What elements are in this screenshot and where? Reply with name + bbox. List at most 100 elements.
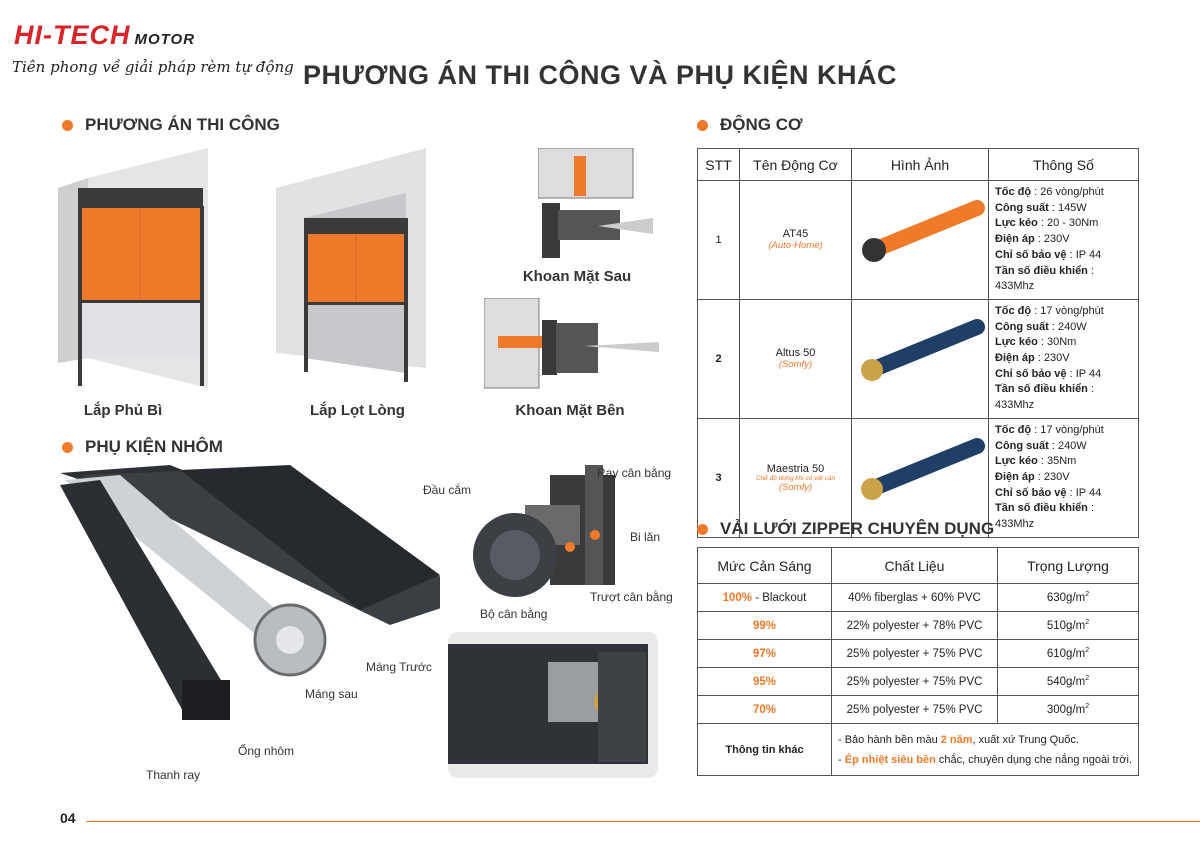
col-muc-can-sang: Mức Cản Sáng <box>697 547 832 584</box>
bullet-icon <box>62 119 73 131</box>
caption-lap-phu-bi: Lắp Phủ Bì <box>83 402 163 419</box>
fabric-material: 25% polyester + 75% PVC <box>831 639 998 668</box>
fabric-opacity: 97% <box>697 639 832 668</box>
aluminium-profile-illustration <box>60 465 440 720</box>
col-hinh-anh: Hình Ảnh <box>851 148 989 181</box>
bullet-icon <box>62 441 73 453</box>
motor-brand: (Auto-Home) <box>768 240 823 252</box>
fabric-material: 25% polyester + 75% PVC <box>831 667 998 696</box>
fabric-weight: 300g/m2 <box>997 695 1139 724</box>
spec-line: Tần số điều khiển : 433Mhz <box>995 383 1095 412</box>
info-label: Thông tin khác <box>697 723 832 776</box>
accessories-heading-text: PHỤ KIỆN NHÔM <box>85 437 223 456</box>
fabric-weight: 540g/m2 <box>997 667 1139 696</box>
spec-line: Chỉ số bảo vệ : IP 44 <box>995 248 1102 261</box>
motor-name: Maestria 50 <box>766 462 825 475</box>
spec-line: Chỉ số bảo vệ : IP 44 <box>995 486 1102 499</box>
bullet-icon <box>697 119 708 131</box>
spec-line: Chỉ số bảo vệ : IP 44 <box>995 367 1102 380</box>
motor-name: Altus 50 <box>775 347 816 360</box>
brand-tagline: Tiên phong về giải pháp rèm tự động <box>12 58 294 76</box>
motor-note: Chế độ dừng khi có vật cản <box>755 474 836 482</box>
label-bi-lan: Bi lăn <box>630 530 661 544</box>
drill-side-illustration <box>484 298 659 389</box>
motor-name: AT45 <box>782 228 809 241</box>
motor-brand: (Somfy) <box>778 481 813 493</box>
label-mang-truoc: Máng Trước <box>366 660 432 674</box>
page-title: PHƯƠNG ÁN THI CÔNG VÀ PHỤ KIỆN KHÁC <box>303 60 897 90</box>
fabric-opacity: 95% <box>697 667 832 696</box>
label-dau-cam: Đầu cắm <box>423 483 472 497</box>
spec-line: Công suất : 145W <box>995 201 1087 214</box>
caption-lap-lot-long: Lắp Lọt Lòng <box>310 402 405 419</box>
fabric-weight: 610g/m2 <box>997 639 1139 668</box>
motor-stt: 3 <box>697 417 740 538</box>
install-surface-illustration <box>58 148 208 388</box>
fabric-material: 22% polyester + 78% PVC <box>831 611 998 640</box>
brand-name: HI-TECH <box>14 20 131 50</box>
bullet-icon <box>697 523 708 535</box>
motor-tube <box>866 319 985 378</box>
info-line-1: - Bảo hành bền màu 2 năm, xuất xứ Trung … <box>838 733 1079 746</box>
motor-name-cell: AT45(Auto-Home) <box>739 180 852 300</box>
spec-line: Tốc độ : 17 vòng/phút <box>995 304 1104 317</box>
spec-line: Điện áp : 230V <box>995 470 1070 483</box>
label-bo-can-bang: Bộ cân bằng <box>480 607 548 621</box>
page-number: 04 <box>60 810 76 826</box>
install-heading: PHƯƠNG ÁN THI CÔNG <box>62 115 280 135</box>
motor-heading: ĐỘNG CƠ <box>697 115 803 135</box>
spec-line: Lực kéo : 30Nm <box>995 336 1077 349</box>
fabric-opacity: 70% <box>697 695 832 724</box>
spec-line: Công suất : 240W <box>995 439 1087 452</box>
col-ten-dong-co: Tên Động Cơ <box>739 148 852 181</box>
fabric-opacity: 100% - Blackout <box>697 583 832 612</box>
label-ong-nhom: Ống nhôm <box>238 744 295 758</box>
spec-line: Điện áp : 230V <box>995 352 1070 365</box>
motor-tube <box>866 438 985 497</box>
label-truot-can-bang: Trượt cân bằng <box>590 590 673 604</box>
motor-stt: 2 <box>697 298 740 419</box>
fabric-heading: VẢI LƯỚI ZIPPER CHUYÊN DỤNG <box>697 519 994 539</box>
motor-housing-photo <box>448 632 658 778</box>
motor-image <box>861 438 985 501</box>
caption-khoan-mat-ben: Khoan Mặt Bên <box>515 402 625 419</box>
motor-heading-text: ĐỘNG CƠ <box>720 115 803 134</box>
spec-line: Tốc độ : 26 vòng/phút <box>995 186 1104 198</box>
motor-brand: (Somfy) <box>778 359 813 371</box>
spec-line: Tần số điều khiển : 433Mhz <box>995 502 1095 531</box>
spec-line: Lực kéo : 20 - 30Nm <box>995 217 1099 230</box>
drill-back-illustration <box>538 148 653 258</box>
fabric-table: Mức Cản Sáng Chất Liệu Trọng Lượng 100% … <box>697 547 1139 776</box>
spec-line: Tần số điều khiển : 433Mhz <box>995 264 1095 293</box>
spec-line: Lực kéo : 35Nm <box>995 455 1077 468</box>
motor-image <box>862 200 985 263</box>
col-stt: STT <box>697 148 740 181</box>
balance-assembly-illustration <box>473 465 615 597</box>
label-thanh-ray: Thanh ray <box>146 768 201 782</box>
accessories-heading: PHỤ KIỆN NHÔM <box>62 437 223 457</box>
spec-line: Điện áp : 230V <box>995 233 1070 246</box>
caption-khoan-mat-sau: Khoan Mặt Sau <box>522 268 632 285</box>
fabric-weight: 510g/m2 <box>997 611 1139 640</box>
motor-image-cell <box>851 298 989 419</box>
fabric-material: 40% fiberglas + 60% PVC <box>831 583 998 612</box>
spec-line: Công suất : 240W <box>995 320 1087 333</box>
motor-stt: 1 <box>697 180 740 300</box>
motor-tube <box>866 200 985 259</box>
label-ray-can-bang: Ray cân bằng <box>597 466 672 480</box>
install-heading-text: PHƯƠNG ÁN THI CÔNG <box>85 115 280 134</box>
motor-name-cell: Altus 50(Somfy) <box>739 298 852 419</box>
col-trong-luong: Trọng Lượng <box>997 547 1139 584</box>
